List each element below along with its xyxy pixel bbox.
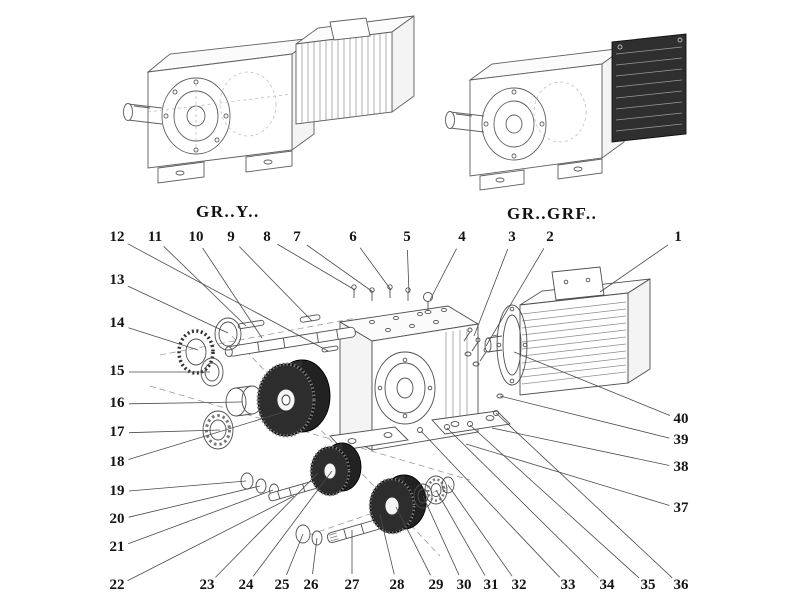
key	[321, 345, 339, 353]
input-shaft-drawing	[224, 314, 356, 358]
hidden-lines	[147, 71, 293, 154]
feet	[157, 150, 293, 184]
motor-drawing	[484, 266, 651, 396]
gear-large-drawing	[256, 359, 331, 438]
terminal-box	[551, 266, 605, 301]
exploded-view-drawing	[149, 266, 651, 557]
flange-cover	[611, 33, 687, 143]
key	[237, 319, 265, 330]
unit-left-drawing	[123, 15, 415, 184]
caption-right-unit: GR..GRF..	[507, 204, 598, 223]
feet	[479, 158, 603, 191]
motor-shaft	[487, 334, 503, 353]
unit-right-drawing	[445, 33, 687, 191]
leader-lines	[127, 243, 673, 581]
flange-bolts-drawing	[463, 327, 489, 367]
output-shaft	[127, 103, 163, 125]
terminal-box	[329, 17, 371, 41]
top-fasteners-drawing	[351, 284, 433, 315]
motor-fins	[521, 301, 627, 385]
intermediate-parts-drawing	[240, 442, 362, 502]
bearing-seal-drawings	[177, 317, 263, 450]
housing-drawing	[329, 305, 511, 451]
hidden-lines	[533, 81, 587, 143]
output-shaft-assembly-drawing	[295, 474, 455, 546]
caption-left-unit: GR..Y..	[196, 202, 260, 221]
cover-fins	[615, 46, 683, 132]
output-shaft	[449, 111, 485, 133]
motor-fins	[301, 33, 387, 123]
